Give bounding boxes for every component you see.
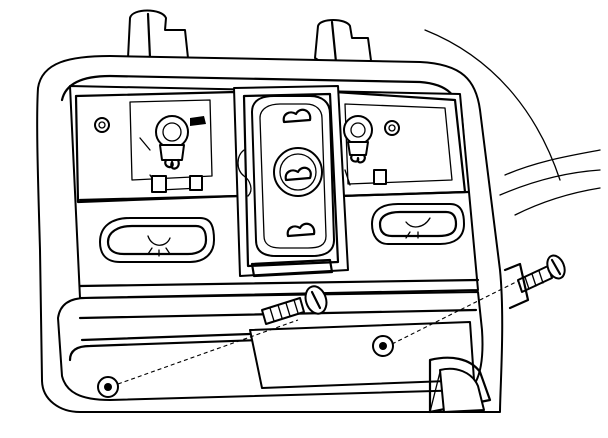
screw-left bbox=[261, 285, 328, 325]
lamp-switch-right bbox=[371, 203, 465, 245]
sunroof-control-module bbox=[233, 85, 349, 278]
screw-hole-center bbox=[372, 335, 394, 357]
mounting-strap-right bbox=[314, 19, 373, 69]
alignment-lines bbox=[117, 279, 521, 385]
reading-lamp-bulb-right bbox=[343, 115, 387, 186]
screw-hole-left bbox=[97, 376, 119, 398]
lamp-switch-left bbox=[99, 217, 215, 263]
lower-trim-panel bbox=[57, 291, 492, 414]
reading-lamp-bulb-left bbox=[139, 115, 206, 193]
screw-right bbox=[503, 254, 566, 310]
headliner-lines bbox=[424, 29, 601, 216]
mounting-strap-left bbox=[127, 9, 189, 60]
